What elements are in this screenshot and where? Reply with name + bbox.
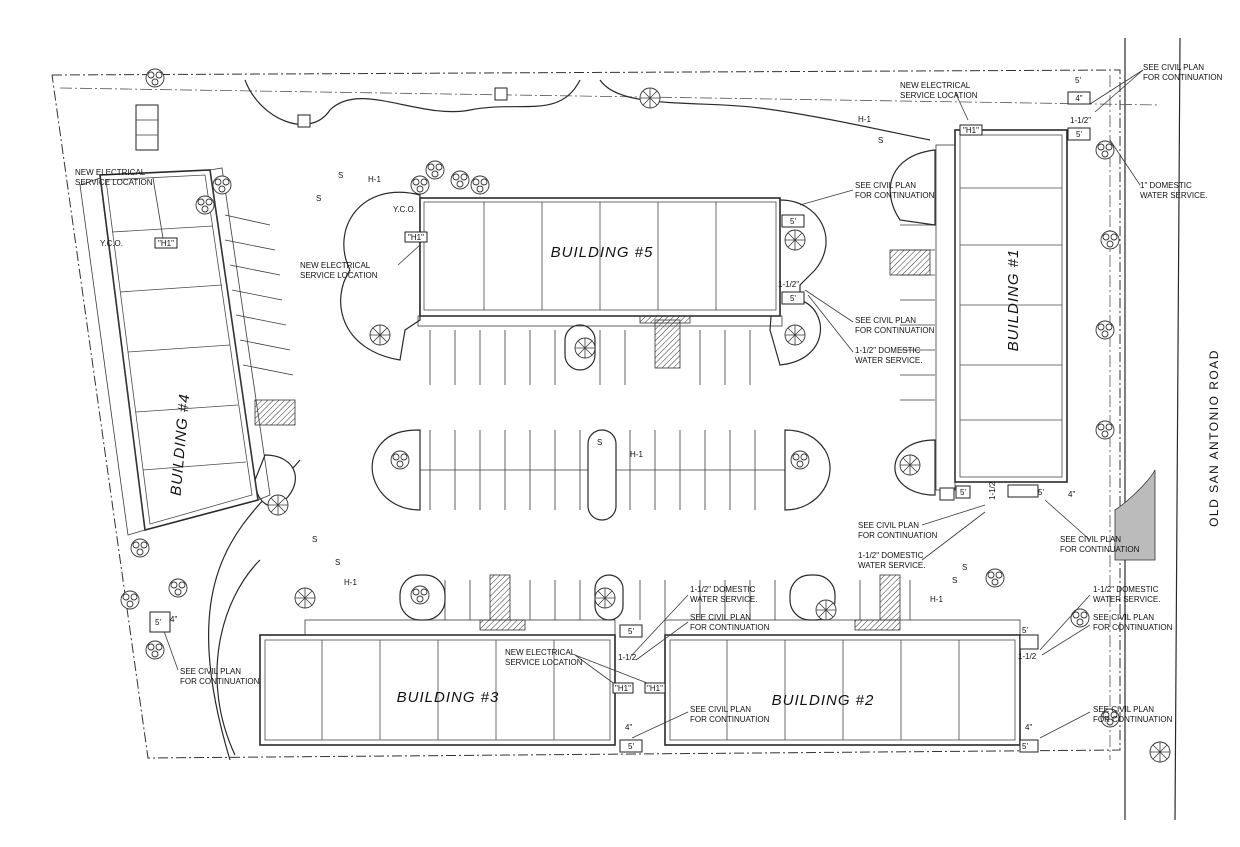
tags: 4" 5' 1-1/2" 5' 5' 5' 1-1/2" "H1" "H1" "… (100, 76, 1091, 753)
note-see-civil-b2-bottom: SEE CIVIL PLAN (1093, 705, 1154, 714)
note-see-civil-b1-bottom: SEE CIVIL PLAN (858, 521, 919, 530)
svg-text:1-1/2: 1-1/2 (988, 481, 997, 500)
property-boundary (51, 37, 1181, 821)
svg-text:5': 5' (1022, 742, 1028, 751)
svg-text:5': 5' (1022, 626, 1028, 635)
note-domestic-b5: 1-1/2" DOMESTIC (855, 346, 921, 355)
note-new-electrical-b5: NEW ELECTRICAL (300, 261, 371, 270)
svg-text:"H1": "H1" (615, 684, 631, 693)
svg-text:WATER SERVICE.: WATER SERVICE. (1093, 595, 1160, 604)
svg-text:FOR CONTINUATION: FOR CONTINUATION (855, 191, 935, 200)
svg-text:H-1: H-1 (858, 115, 871, 124)
svg-text:FOR CONTINUATION: FOR CONTINUATION (690, 715, 770, 724)
svg-text:SERVICE LOCATION: SERVICE LOCATION (900, 91, 978, 100)
parking-stalls (224, 174, 935, 620)
svg-text:WATER SERVICE.: WATER SERVICE. (690, 595, 757, 604)
note-new-electrical-b2-b3: NEW ELECTRICAL (505, 648, 576, 657)
svg-text:WATER SERVICE.: WATER SERVICE. (855, 356, 922, 365)
svg-text:"H1": "H1" (963, 126, 979, 135)
svg-text:S: S (952, 576, 957, 585)
svg-text:FOR CONTINUATION: FOR CONTINUATION (180, 677, 260, 686)
svg-text:S: S (962, 563, 967, 572)
building-2-label: BUILDING #2 (772, 692, 875, 709)
svg-text:4": 4" (1025, 723, 1032, 732)
hatched-areas (254, 249, 1156, 631)
svg-text:S: S (316, 194, 321, 203)
meter-boxes (135, 87, 1039, 501)
svg-text:4": 4" (1075, 94, 1082, 103)
road-label: OLD SAN ANTONIO ROAD (1207, 349, 1221, 527)
svg-text:5': 5' (1076, 130, 1082, 139)
svg-text:H-1: H-1 (344, 578, 357, 587)
building-5 (417, 197, 783, 327)
note-domestic-b1: 1-1/2" DOMESTIC (858, 551, 924, 560)
annotations: SEE CIVIL PLAN FOR CONTINUATION 1" DOMES… (75, 63, 1223, 724)
svg-text:H-1: H-1 (930, 595, 943, 604)
note-see-civil-b5-top: SEE CIVIL PLAN (855, 181, 916, 190)
note-see-civil-b5-bottom: SEE CIVIL PLAN (855, 316, 916, 325)
svg-text:"H1": "H1" (647, 684, 663, 693)
svg-text:5': 5' (1038, 488, 1044, 497)
svg-text:FOR CONTINUATION: FOR CONTINUATION (858, 531, 938, 540)
note-new-electrical-b1: NEW ELECTRICAL (900, 81, 971, 90)
svg-text:5': 5' (628, 627, 634, 636)
svg-text:"H1": "H1" (408, 233, 424, 242)
note-see-civil-b3-top: SEE CIVIL PLAN (690, 613, 751, 622)
building-5-label: BUILDING #5 (551, 244, 654, 261)
note-see-civil-top-right: SEE CIVIL PLAN (1143, 63, 1204, 72)
svg-text:5': 5' (960, 488, 966, 497)
note-see-civil-b1-right: SEE CIVIL PLAN (1060, 535, 1121, 544)
svg-text:FOR CONTINUATION: FOR CONTINUATION (1060, 545, 1140, 554)
note-see-civil-b3-bottom: SEE CIVIL PLAN (690, 705, 751, 714)
building-1-label: BUILDING #1 (1005, 249, 1022, 352)
note-domestic-b2: 1-1/2" DOMESTIC (1093, 585, 1159, 594)
building-2 (664, 619, 1021, 746)
svg-text:S: S (878, 136, 883, 145)
note-domestic-1in: 1" DOMESTIC (1140, 181, 1192, 190)
svg-text:5': 5' (1075, 76, 1081, 85)
building-4 (79, 167, 271, 536)
building-3 (259, 619, 616, 746)
svg-text:H-1: H-1 (630, 450, 643, 459)
building-3-label: BUILDING #3 (397, 689, 500, 706)
svg-text:WATER SERVICE.: WATER SERVICE. (858, 561, 925, 570)
note-see-civil-b4: SEE CIVIL PLAN (180, 667, 241, 676)
svg-text:5': 5' (790, 294, 796, 303)
svg-text:Y.C.O.: Y.C.O. (393, 205, 416, 214)
svg-text:H-1: H-1 (368, 175, 381, 184)
svg-text:FOR CONTINUATION: FOR CONTINUATION (690, 623, 770, 632)
svg-text:FOR CONTINUATION: FOR CONTINUATION (1093, 715, 1173, 724)
building-1 (935, 129, 1068, 491)
svg-text:4": 4" (170, 615, 177, 624)
svg-text:Y.C.O.: Y.C.O. (100, 239, 123, 248)
svg-text:S: S (597, 438, 602, 447)
svg-text:S: S (338, 171, 343, 180)
landscape-islands (254, 149, 936, 621)
svg-text:FOR CONTINUATION: FOR CONTINUATION (1143, 73, 1223, 82)
svg-text:5': 5' (790, 217, 796, 226)
note-new-electrical-b4: NEW ELECTRICAL (75, 168, 146, 177)
svg-text:1-1/2": 1-1/2" (1070, 116, 1091, 125)
svg-text:FOR CONTINUATION: FOR CONTINUATION (855, 326, 935, 335)
svg-text:1-1/2": 1-1/2" (778, 280, 799, 289)
svg-text:S: S (335, 558, 340, 567)
note-see-civil-b2-top: SEE CIVIL PLAN (1093, 613, 1154, 622)
svg-text:SERVICE LOCATION: SERVICE LOCATION (300, 271, 378, 280)
leader-lines (152, 69, 1144, 739)
svg-text:1-1/2: 1-1/2 (1018, 652, 1037, 661)
svg-text:4": 4" (625, 723, 632, 732)
utility-line (59, 75, 1161, 760)
note-domestic-b3: 1-1/2" DOMESTIC (690, 585, 756, 594)
svg-text:"H1": "H1" (158, 239, 174, 248)
svg-text:4": 4" (1068, 490, 1075, 499)
svg-text:SERVICE LOCATION: SERVICE LOCATION (505, 658, 583, 667)
svg-text:5': 5' (155, 618, 161, 627)
svg-text:1-1/2: 1-1/2 (618, 653, 637, 662)
svg-text:WATER SERVICE.: WATER SERVICE. (1140, 191, 1207, 200)
svg-text:SERVICE LOCATION: SERVICE LOCATION (75, 178, 153, 187)
svg-text:S: S (312, 535, 317, 544)
svg-text:5': 5' (628, 742, 634, 751)
svg-text:FOR CONTINUATION: FOR CONTINUATION (1093, 623, 1173, 632)
